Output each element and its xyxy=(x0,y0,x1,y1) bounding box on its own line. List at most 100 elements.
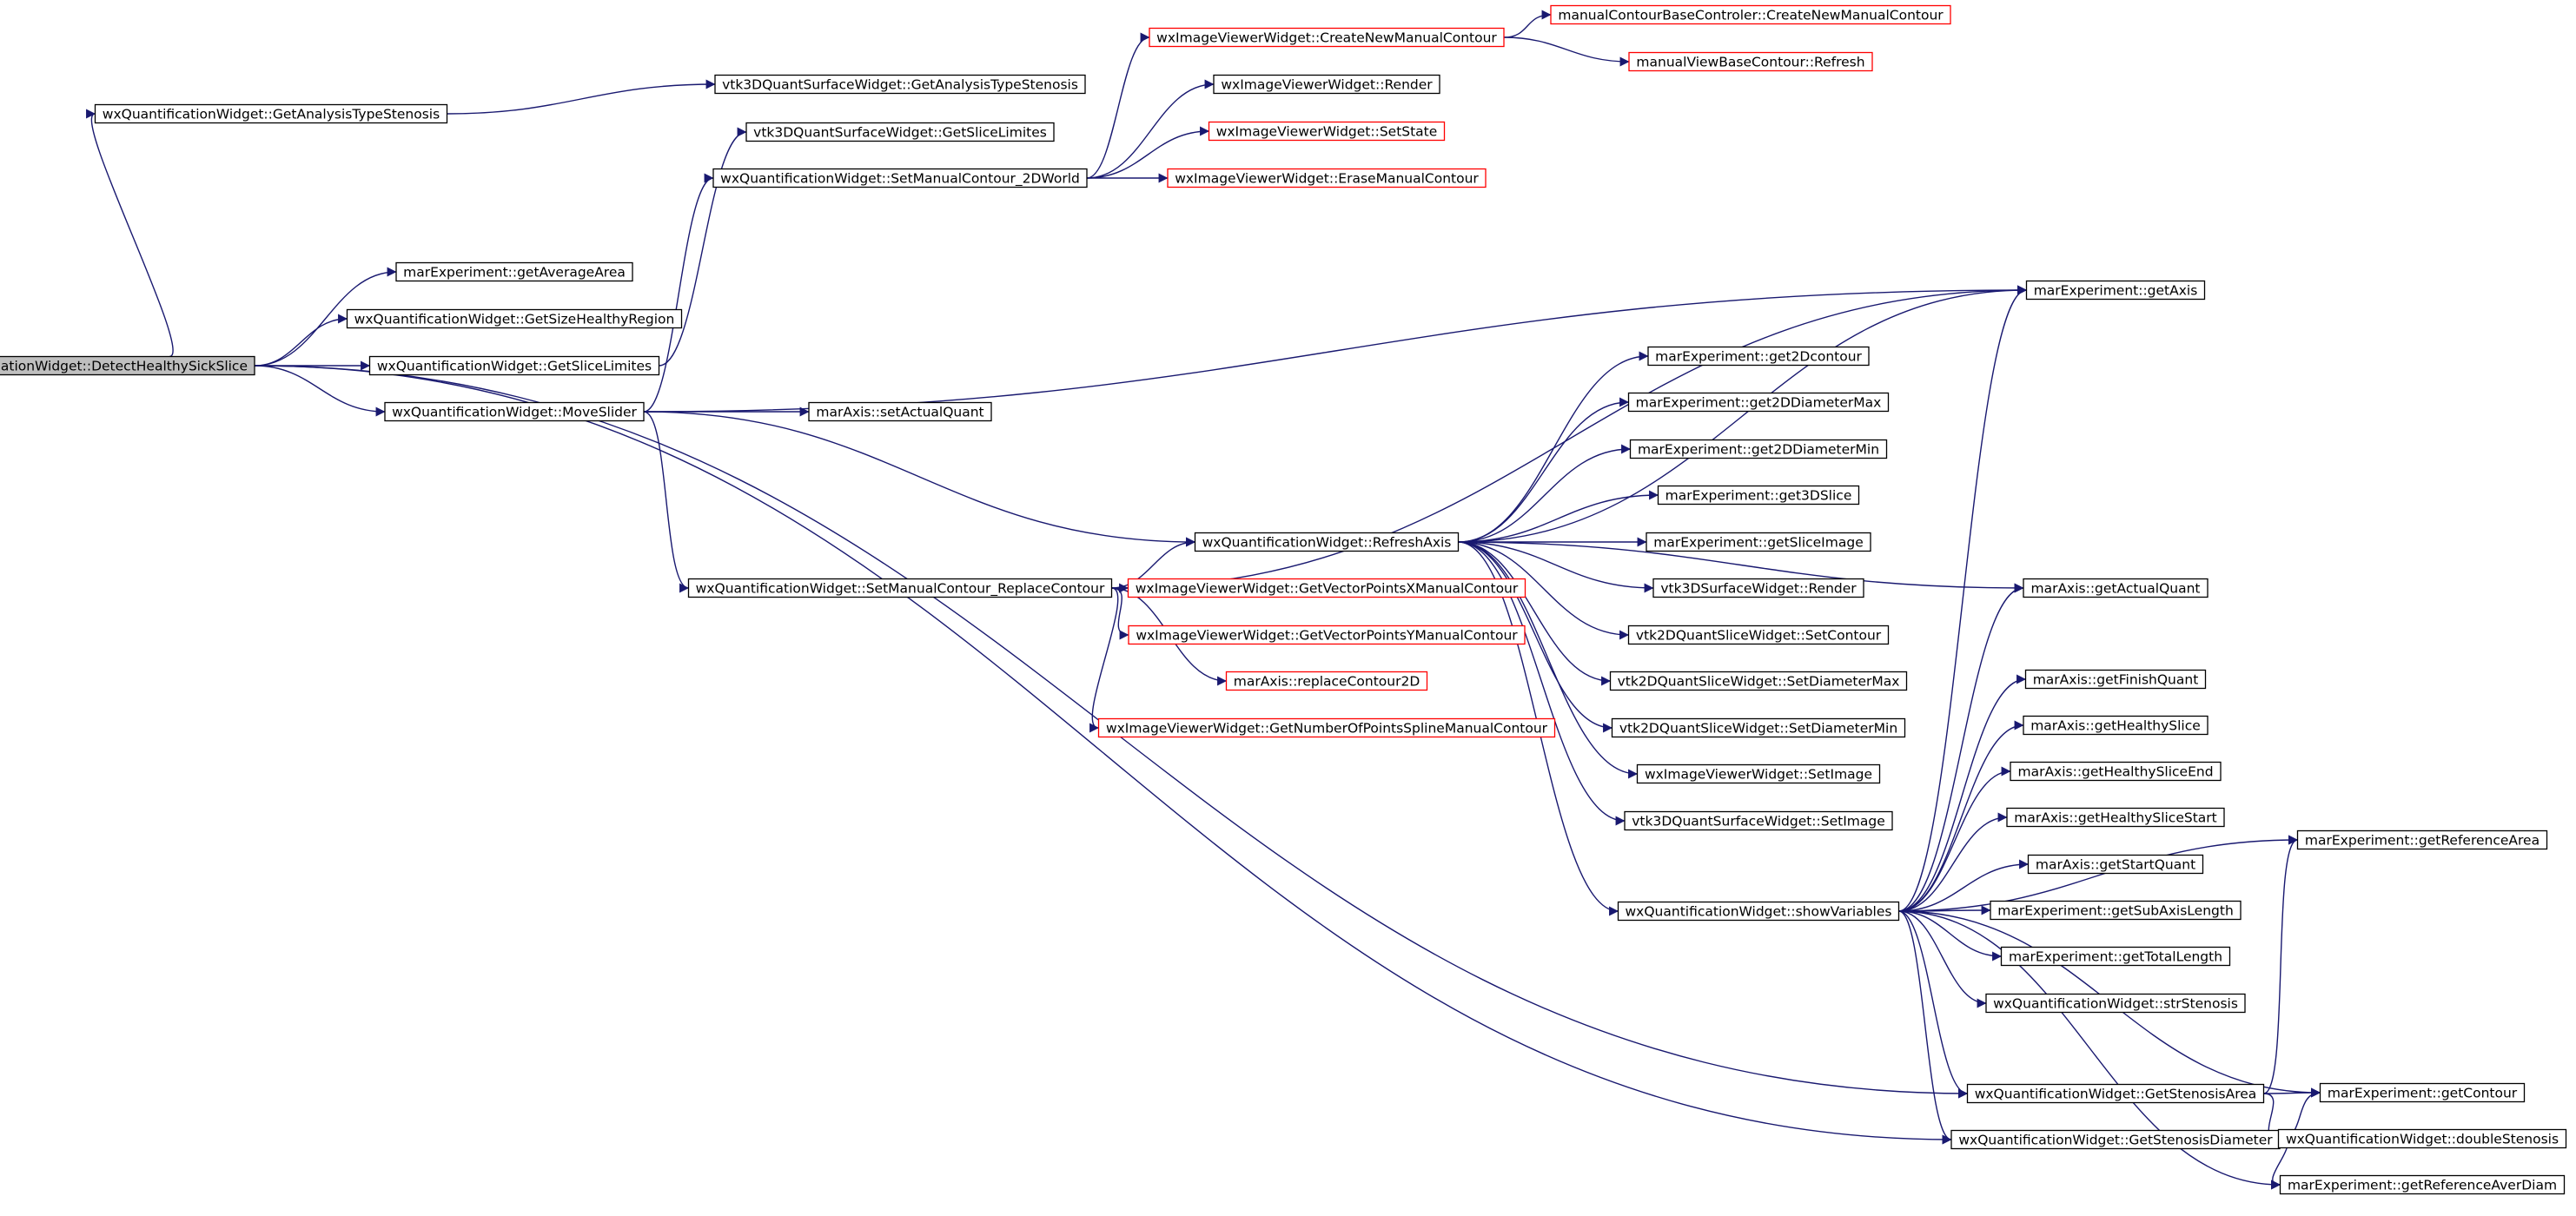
node-label: marAxis::replaceContour2D xyxy=(1234,674,1420,690)
node-label: marExperiment::get2Dcontour xyxy=(1655,349,1862,365)
node-label: marExperiment::get2DDiameterMax xyxy=(1636,395,1882,411)
node-getReferenceAverDiam[interactable]: marExperiment::getReferenceAverDiam xyxy=(2279,1174,2566,1195)
node-strStenosis[interactable]: wxQuantificationWidget::strStenosis xyxy=(1985,993,2246,1014)
node-setManualContourReplace[interactable]: wxQuantificationWidget::SetManualContour… xyxy=(687,578,1113,598)
node-viewerSetState[interactable]: wxImageViewerWidget::SetState xyxy=(1208,121,1446,142)
node-vtk2DSetContour[interactable]: vtk2DQuantSliceWidget::SetContour xyxy=(1627,625,1890,645)
edge-showVariables-to-getStartQuant xyxy=(1898,859,2030,912)
node-getHealthySlice[interactable]: marAxis::getHealthySlice xyxy=(2023,715,2208,736)
node-box xyxy=(346,308,683,329)
edge-refreshAxis-to-get2DDiameterMax xyxy=(1458,397,1630,543)
node-label: marExperiment::getReferenceArea xyxy=(2305,833,2540,849)
node-label: wxQuantificationWidget::showVariables xyxy=(1626,904,1892,920)
node-getHealthySliceEnd[interactable]: marAxis::getHealthySliceEnd xyxy=(2010,761,2222,782)
node-vtk2DSetDiameterMax[interactable]: vtk2DQuantSliceWidget::SetDiameterMax xyxy=(1609,671,1908,691)
node-box xyxy=(2277,1128,2567,1149)
node-label: marExperiment::get3DSlice xyxy=(1665,488,1852,504)
edge-showVariables-to-getStenosisArea xyxy=(1898,910,1969,1099)
node-label: wxQuantificationWidget::GetStenosisArea xyxy=(1975,1087,2257,1102)
node-box xyxy=(0,355,255,376)
edge-getSliceLimites-to-vtk3dGetSliceLimites xyxy=(659,127,747,367)
node-label: wxImageViewerWidget::CreateNewManualCont… xyxy=(1156,30,1497,46)
node-box xyxy=(1149,27,1505,48)
node-manualContourBaseCreate[interactable]: manualContourBaseControler::CreateNewMan… xyxy=(1550,4,1951,25)
edge-root-to-getSizeHealthyRegion xyxy=(254,314,348,367)
node-getHealthySliceStart[interactable]: marAxis::getHealthySliceStart xyxy=(2006,807,2225,828)
node-getReferenceArea[interactable]: marExperiment::getReferenceArea xyxy=(2296,829,2548,850)
edge-showVariables-to-getActualQuant xyxy=(1898,583,2024,912)
node-getFinishQuant[interactable]: marAxis::getFinishQuant xyxy=(2024,669,2207,690)
node-label: wxImageViewerWidget::Render xyxy=(1221,77,1433,93)
node-box xyxy=(1609,671,1908,691)
edge-getStenosisArea-to-getReferenceArea xyxy=(2263,835,2299,1094)
node-refreshAxis[interactable]: wxQuantificationWidget::RefreshAxis xyxy=(1194,532,1460,552)
node-box xyxy=(2010,761,2222,782)
node-box xyxy=(2027,854,2204,875)
node-viewerSetImage[interactable]: wxImageViewerWidget::SetImage xyxy=(1636,763,1881,784)
node-getStartQuant[interactable]: marAxis::getStartQuant xyxy=(2027,854,2204,875)
node-getContour[interactable]: marExperiment::getContour xyxy=(2319,1082,2526,1103)
node-showVariables[interactable]: wxQuantificationWidget::showVariables xyxy=(1617,901,1900,922)
node-getStenosisDiameter[interactable]: wxQuantificationWidget::GetStenosisDiame… xyxy=(1950,1129,2281,1150)
node-label: vtk3DSurfaceWidget::Render xyxy=(1660,581,1857,597)
node-doubleStenosis[interactable]: wxQuantificationWidget::doubleStenosis xyxy=(2277,1128,2567,1149)
edge-createNewManualContour-to-manualViewBaseContourRefresh xyxy=(1503,36,1630,67)
node-label: vtk3DQuantSurfaceWidget::GetSliceLimites xyxy=(753,125,1047,141)
node-box xyxy=(1652,578,1864,598)
node-getAnalysisTypeStenosis[interactable]: wxQuantificationWidget::GetAnalysisTypeS… xyxy=(94,103,448,124)
node-viewerEraseManualContour[interactable]: wxImageViewerWidget::EraseManualContour xyxy=(1167,168,1487,188)
node-getVectorPointsY[interactable]: wxImageViewerWidget::GetVectorPointsYMan… xyxy=(1128,625,1526,645)
node-vtk2DSetDiameterMin[interactable]: vtk2DQuantSliceWidget::SetDiameterMin xyxy=(1611,717,1906,738)
edge-refreshAxis-to-vtk2DSetDiameterMin xyxy=(1458,541,1613,733)
node-root[interactable]: wxQuantificationWidget::DetectHealthySic… xyxy=(0,355,255,376)
node-box xyxy=(712,168,1088,188)
node-box xyxy=(94,103,448,124)
node-getActualQuant[interactable]: marAxis::getActualQuant xyxy=(2023,578,2208,598)
node-get2Dcontour[interactable]: marExperiment::get2Dcontour xyxy=(1647,346,1870,367)
node-box xyxy=(1985,993,2246,1014)
node-getSubAxisLength[interactable]: marExperiment::getSubAxisLength xyxy=(1990,900,2242,921)
node-label: vtk2DQuantSliceWidget::SetDiameterMax xyxy=(1618,674,1900,690)
node-vtk3DQuantSetImage[interactable]: vtk3DQuantSurfaceWidget::SetImage xyxy=(1624,810,1893,831)
node-box xyxy=(2006,807,2225,828)
node-get3DSlice[interactable]: marExperiment::get3DSlice xyxy=(1657,485,1860,506)
node-viewerRender[interactable]: wxImageViewerWidget::Render xyxy=(1213,74,1440,95)
node-box xyxy=(1627,392,1890,413)
node-vtk3DSurfaceRender[interactable]: vtk3DSurfaceWidget::Render xyxy=(1652,578,1864,598)
node-moveSlider[interactable]: wxQuantificationWidget::MoveSlider xyxy=(384,401,645,422)
node-label: wxQuantificationWidget::strStenosis xyxy=(1993,996,2238,1012)
node-box xyxy=(1966,1083,2265,1104)
node-label: vtk2DQuantSliceWidget::SetDiameterMin xyxy=(1619,721,1897,737)
node-getTotalLength[interactable]: marExperiment::getTotalLength xyxy=(2000,946,2231,967)
node-label: marAxis::getActualQuant xyxy=(2030,581,2200,597)
node-getVectorPointsX[interactable]: wxImageViewerWidget::GetVectorPointsXMan… xyxy=(1127,578,1526,598)
node-getSliceImage[interactable]: marExperiment::getSliceImage xyxy=(1646,532,1871,552)
node-getNumberOfPoints[interactable]: wxImageViewerWidget::GetNumberOfPointsSp… xyxy=(1097,717,1556,738)
node-createNewManualContour[interactable]: wxImageViewerWidget::CreateNewManualCont… xyxy=(1149,27,1505,48)
node-label: vtk2DQuantSliceWidget::SetContour xyxy=(1636,628,1882,644)
node-vtk3dGetSliceLimites[interactable]: vtk3DQuantSurfaceWidget::GetSliceLimites xyxy=(745,122,1055,142)
node-getSliceLimites[interactable]: wxQuantificationWidget::GetSliceLimites xyxy=(368,355,660,376)
node-getStenosisArea[interactable]: wxQuantificationWidget::GetStenosisArea xyxy=(1966,1083,2265,1104)
node-getAverageArea[interactable]: marExperiment::getAverageArea xyxy=(395,261,633,282)
node-get2DDiameterMin[interactable]: marExperiment::get2DDiameterMin xyxy=(1629,439,1888,459)
node-getAxis[interactable]: marExperiment::getAxis xyxy=(2025,280,2206,301)
node-label: wxQuantificationWidget::DetectHealthySic… xyxy=(0,359,248,374)
node-manualViewBaseContourRefresh[interactable]: manualViewBaseContour::Refresh xyxy=(1628,51,1873,72)
node-setManualContour2DWorld[interactable]: wxQuantificationWidget::SetManualContour… xyxy=(712,168,1088,188)
node-label: marAxis::getHealthySliceEnd xyxy=(2017,764,2213,780)
node-label: wxQuantificationWidget::GetStenosisDiame… xyxy=(1958,1133,2273,1148)
node-replaceContour2D[interactable]: marAxis::replaceContour2D xyxy=(1225,671,1428,691)
node-label: wxQuantificationWidget::SetManualContour… xyxy=(696,581,1105,598)
node-getSizeHealthyRegion[interactable]: wxQuantificationWidget::GetSizeHealthyRe… xyxy=(346,308,683,329)
edge-refreshAxis-to-get3DSlice xyxy=(1458,490,1659,543)
node-vtk3dGetAnalysisTypeStenosis[interactable]: vtk3DQuantSurfaceWidget::GetAnalysisType… xyxy=(714,74,1086,95)
node-setActualQuant[interactable]: marAxis::setActualQuant xyxy=(808,401,992,422)
edge-refreshAxis-to-vtk2DSetDiameterMax xyxy=(1458,541,1612,686)
node-box xyxy=(1627,625,1890,645)
edge-showVariables-to-getFinishQuant xyxy=(1898,674,2027,912)
node-label: wxImageViewerWidget::GetNumberOfPointsSp… xyxy=(1106,721,1548,737)
node-get2DDiameterMax[interactable]: marExperiment::get2DDiameterMax xyxy=(1627,392,1890,413)
node-box xyxy=(1636,763,1881,784)
